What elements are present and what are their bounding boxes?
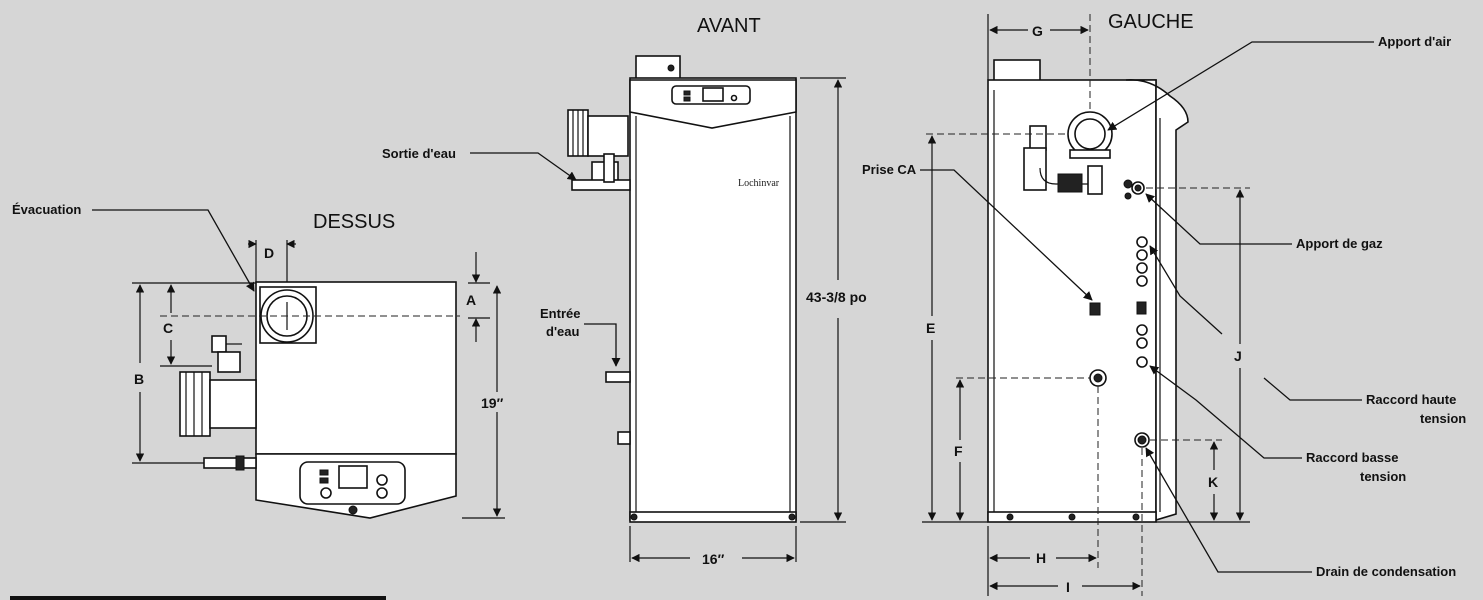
top-view-gas-valve: [211, 335, 227, 353]
section-rule: [10, 596, 386, 600]
dim-c: C: [163, 320, 173, 336]
dim-height: 43-3/8 po: [806, 289, 867, 305]
left-view: GAUCHE: [862, 11, 1466, 596]
callout-raccord-basse-1: Raccord basse: [1306, 450, 1399, 465]
callout-sortie-eau: Sortie d'eau: [382, 146, 456, 161]
low-voltage-knockout: [1136, 356, 1148, 368]
dim-d: D: [264, 245, 274, 261]
callout-apport-air: Apport d'air: [1378, 34, 1451, 49]
front-view-cabinet: [629, 77, 797, 521]
callout-raccord-haute-1: Raccord haute: [1366, 392, 1456, 407]
dim-a: A: [466, 292, 476, 308]
top-view-valve: [209, 379, 257, 429]
callout-entree-eau-2: d'eau: [546, 324, 579, 339]
top-view: DESSUS A 19″: [12, 202, 505, 519]
callout-raccord-haute-2: tension: [1420, 411, 1466, 426]
dim-k: K: [1208, 474, 1218, 490]
front-view-outlet-pipe: [571, 179, 631, 191]
dim-e: E: [926, 320, 935, 336]
left-view-top-duct: [993, 59, 1041, 83]
dim-depth: 19″: [481, 395, 504, 411]
left-view-gas-valve: [1029, 125, 1047, 151]
top-view-drain-pipe: [203, 457, 257, 469]
dim-h: H: [1036, 550, 1046, 566]
view-title-front: AVANT: [697, 15, 761, 37]
top-view-water-pipe: [179, 371, 211, 437]
dim-g: G: [1032, 23, 1043, 39]
dim-b: B: [134, 371, 144, 387]
view-title-left: GAUCHE: [1108, 11, 1194, 33]
front-view-inlet-pipe: [605, 371, 631, 383]
callout-prise-ca: Prise CA: [862, 162, 917, 177]
dim-width: 16″: [702, 551, 725, 567]
junction-box: [1136, 301, 1147, 315]
callout-drain: Drain de condensation: [1316, 564, 1456, 579]
ac-outlet: [1089, 302, 1101, 316]
callout-apport-gaz: Apport de gaz: [1296, 236, 1383, 251]
brand-logo: Lochinvar: [738, 178, 780, 189]
dim-j: J: [1234, 348, 1242, 364]
left-view-air-intake-hood: [1125, 79, 1189, 522]
front-view-base: [629, 511, 797, 523]
callout-raccord-basse-2: tension: [1360, 469, 1406, 484]
dim-i: I: [1066, 579, 1070, 595]
callout-entree-eau-1: Entrée: [540, 306, 580, 321]
control-display: [338, 465, 368, 489]
high-voltage-knockout: [1136, 236, 1148, 248]
view-title-top: DESSUS: [313, 211, 395, 233]
dim-f: F: [954, 443, 963, 459]
front-view: AVANT Lochinvar Sortie d'eau Entrée d'ea…: [382, 15, 867, 567]
front-view-outlet-valve: [587, 115, 629, 157]
callout-evacuation: Évacuation: [12, 202, 81, 217]
